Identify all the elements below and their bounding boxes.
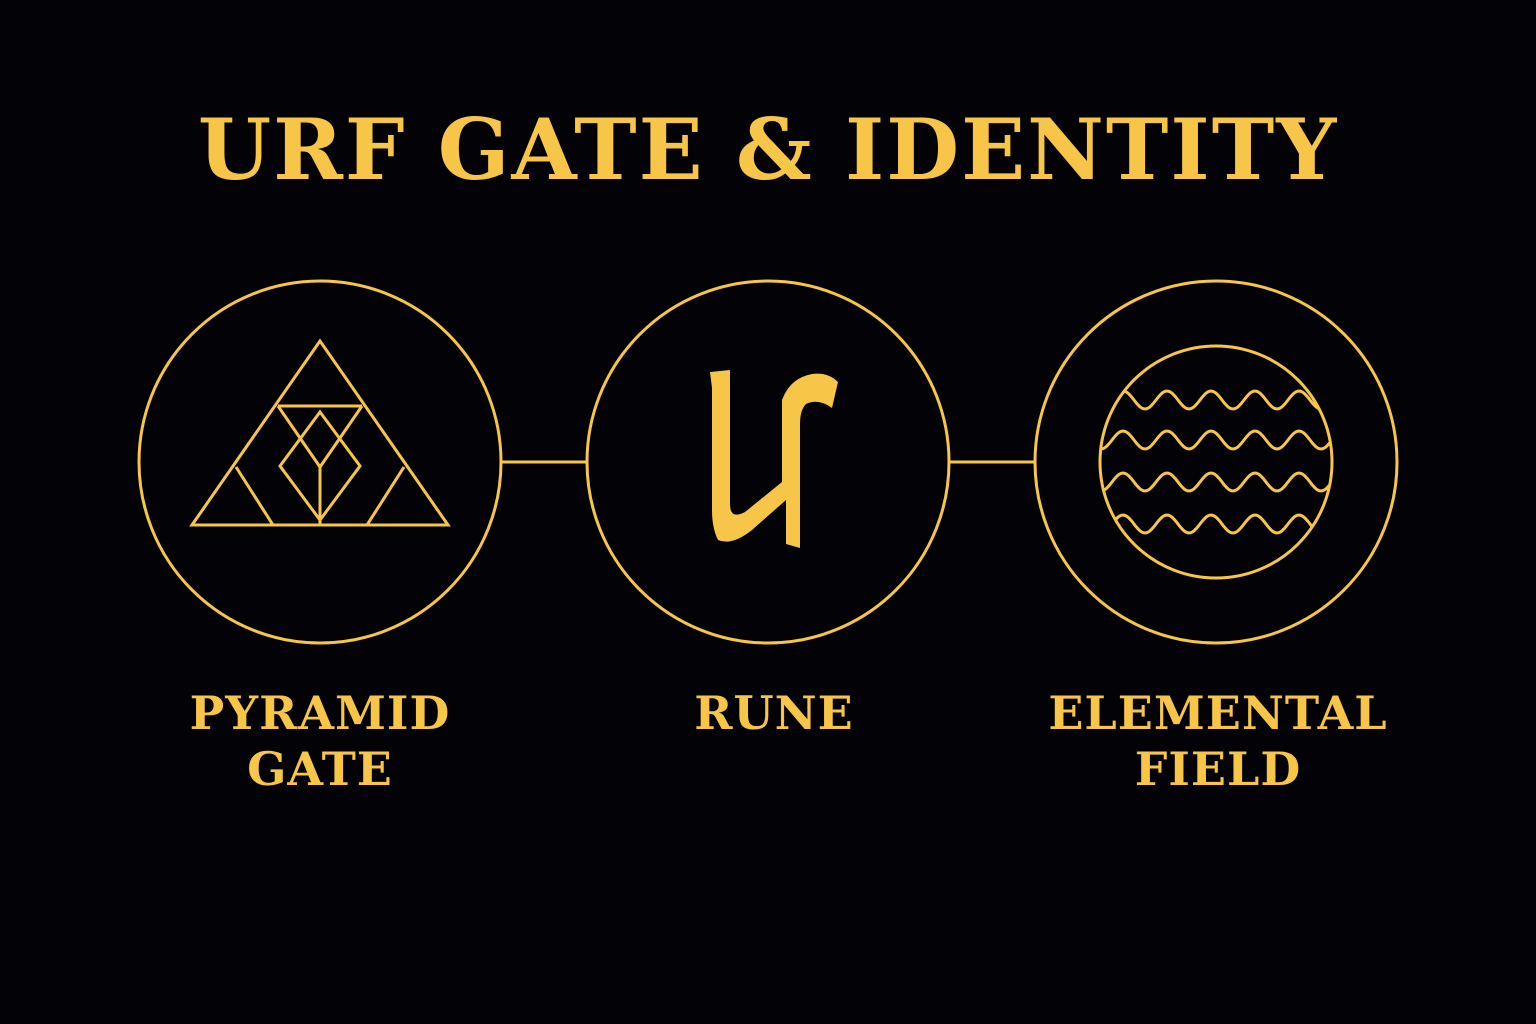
elemental-field-label: ELEMENTAL FIELD xyxy=(1018,685,1418,797)
pyramid-gate-icon xyxy=(189,338,451,527)
wave-line xyxy=(1100,429,1332,451)
elemental-field-icon xyxy=(1098,344,1334,580)
wave-line xyxy=(1100,471,1332,493)
node-elemental-field xyxy=(1033,279,1399,645)
wave-line xyxy=(1100,513,1332,535)
pyramid-gate-label-line-2: GATE xyxy=(247,742,393,796)
page-title: URF GATE & IDENTITY xyxy=(197,100,1339,199)
node-pyramid-gate xyxy=(137,279,503,645)
wave-line xyxy=(1100,389,1332,411)
rune-label-line-1: RUNE xyxy=(694,686,854,740)
pyramid-gate-label-line-1: PYRAMID xyxy=(189,686,451,740)
rune-icon xyxy=(710,370,838,548)
elemental-field-circle xyxy=(1033,279,1399,645)
rune-circle xyxy=(585,279,951,645)
node-rune xyxy=(585,279,951,645)
elemental-field-label-line-2: FIELD xyxy=(1134,742,1302,796)
pyramid-gate-circle xyxy=(137,279,503,645)
pyramid-gate-label: PYRAMID GATE xyxy=(120,685,520,797)
elemental-field-label-line-1: ELEMENTAL xyxy=(1048,686,1388,740)
rune-label: RUNE xyxy=(574,685,974,741)
wave-lines xyxy=(1100,389,1332,535)
elemental-field-inner-circle xyxy=(1098,344,1334,580)
